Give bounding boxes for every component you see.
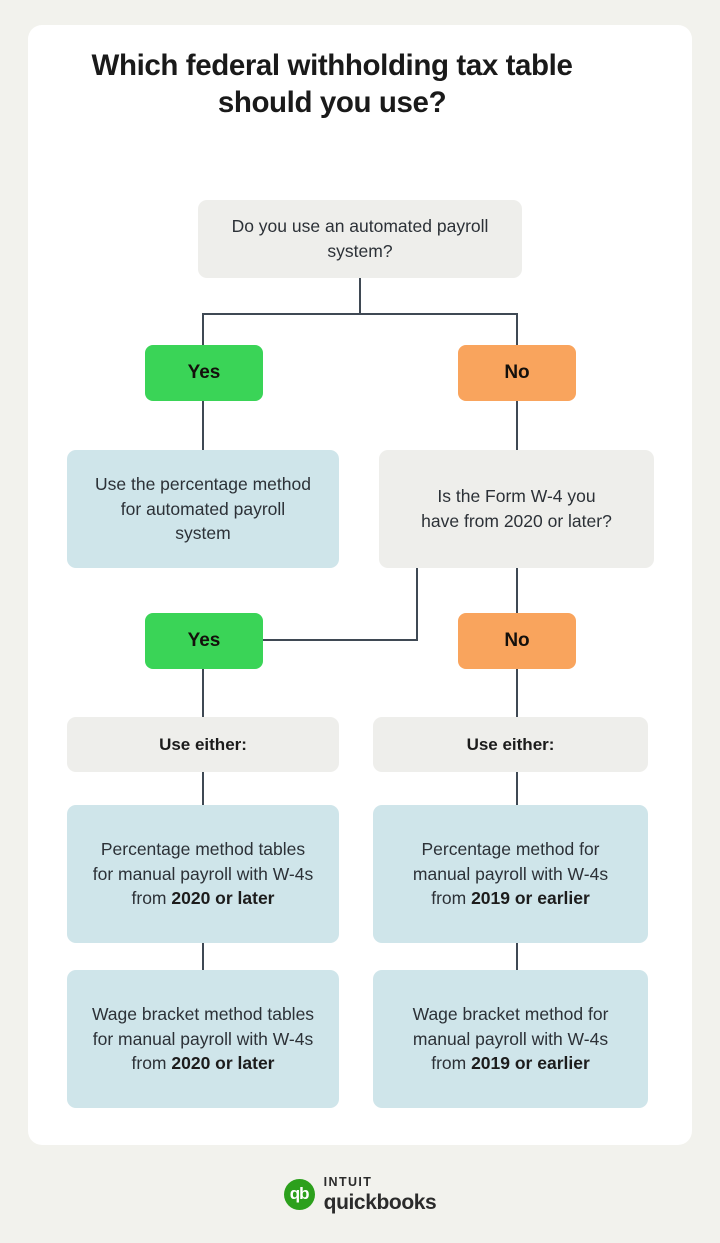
branch1-yes-pill[interactable]: Yes: [145, 345, 263, 401]
branch2-no-label: No: [504, 630, 530, 651]
root-question-text: Do you use an automated payroll system?: [231, 216, 489, 261]
right-option-2-box: Wage bracket method for manual payroll w…: [373, 970, 648, 1108]
left-option-1-bold: 2020 or later: [171, 888, 275, 909]
left-option-1-box: Percentage method tables for manual payr…: [67, 805, 339, 943]
left-use-either-box: Use either:: [67, 717, 339, 772]
left-option-1-text: Percentage method tables for manual payr…: [89, 837, 317, 912]
connector-left-useeither-down: [202, 772, 204, 805]
connector-w4-to-yes2-stem: [416, 568, 418, 641]
logo-wordmark: INTUIT quickbooks: [324, 1176, 437, 1213]
right-option-1-box: Percentage method for manual payroll wit…: [373, 805, 648, 943]
connector-no1-down: [516, 401, 518, 450]
connector-yes2-down: [202, 669, 204, 717]
right-option-2-prefix: Wage bracket method for manual payroll w…: [412, 1003, 609, 1074]
branch1-no-pill[interactable]: No: [458, 345, 576, 401]
right-option-1-bold: 2019 or earlier: [471, 888, 590, 909]
branch2-yes-label: Yes: [187, 630, 221, 651]
left-option-2-box: Wage bracket method tables for manual pa…: [67, 970, 339, 1108]
connector-root-bar: [202, 313, 518, 315]
branch1-yes-label: Yes: [187, 362, 221, 383]
quickbooks-circle-icon: qb: [283, 1178, 315, 1210]
left-option-2-bold: 2020 or later: [171, 1053, 275, 1074]
connector-root-to-no: [516, 313, 518, 346]
left-use-either-text: Use either:: [159, 734, 247, 754]
logo-quickbooks-text: quickbooks: [323, 1190, 437, 1214]
connector-root-stem: [359, 278, 361, 314]
right-option-2-bold: 2019 or earlier: [471, 1053, 590, 1074]
page-title: Which federal withholding tax table shou…: [91, 49, 573, 120]
connector-yes1-down: [202, 401, 204, 450]
automated-payroll-result-box: Use the percentage method for automated …: [67, 450, 339, 568]
left-option-2-prefix: Wage bracket method tables for manual pa…: [91, 1003, 315, 1074]
branch2-no-pill[interactable]: No: [458, 613, 576, 669]
connector-right-option1-down: [516, 943, 518, 970]
connector-w4-to-yes2-bar: [263, 639, 418, 641]
branch2-yes-pill[interactable]: Yes: [145, 613, 263, 669]
quickbooks-mark-text: qb: [289, 1183, 310, 1203]
right-use-either-box: Use either:: [373, 717, 648, 772]
logo-intuit-text: INTUIT: [323, 1175, 373, 1189]
right-option-2-text: Wage bracket method for manual payroll w…: [403, 1002, 618, 1077]
right-use-either-text: Use either:: [466, 734, 555, 754]
connector-no2-down: [516, 669, 518, 717]
root-question-box: Do you use an automated payroll system?: [198, 200, 522, 278]
connector-w4-to-no2: [516, 568, 518, 613]
left-option-2-text: Wage bracket method tables for manual pa…: [89, 1002, 317, 1077]
automated-payroll-result-text: Use the percentage method for automated …: [95, 473, 311, 544]
branch1-no-label: No: [504, 362, 530, 383]
right-option-1-text: Percentage method for manual payroll wit…: [403, 837, 618, 912]
w4-question-text: Is the Form W-4 you have from 2020 or la…: [421, 486, 612, 531]
w4-question-box: Is the Form W-4 you have from 2020 or la…: [379, 450, 654, 568]
connector-root-to-yes: [202, 313, 204, 346]
quickbooks-logo: qb INTUIT quickbooks: [0, 1176, 720, 1213]
left-option-1-prefix: Percentage method tables for manual payr…: [92, 838, 314, 909]
connector-right-useeither-down: [516, 772, 518, 805]
right-option-1-prefix: Percentage method for manual payroll wit…: [412, 838, 609, 909]
connector-left-option1-down: [202, 943, 204, 970]
